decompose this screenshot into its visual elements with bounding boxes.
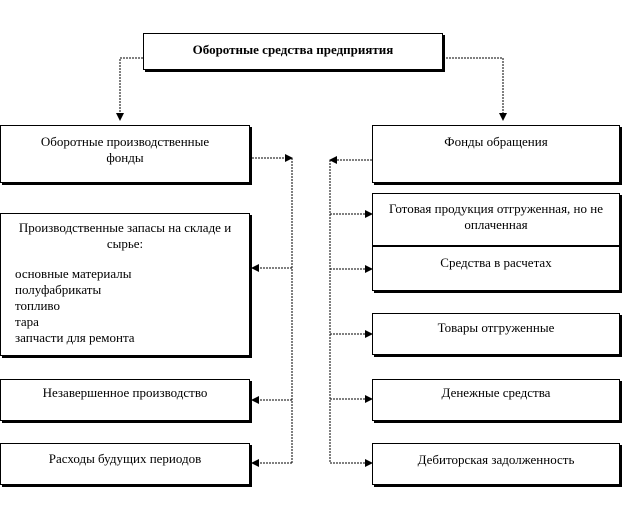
stocks-title: Производственные запасы на складе и сырь… <box>18 220 232 251</box>
goods-shipped-box: Товары отгруженные <box>372 313 620 355</box>
receivables-text: Дебиторская задолженность <box>417 452 575 467</box>
stocks-item: запчасти для ремонта <box>15 330 135 345</box>
arrow-root-to-left <box>116 57 143 121</box>
wip-box: Незавершенное производство <box>0 379 250 421</box>
deferred-box: Расходы будущих периодов <box>0 443 250 485</box>
root-title: Оборотные средства предприятия <box>192 42 394 57</box>
left-header-text: Оборотные производственные фонды <box>40 134 210 165</box>
shipped-unpaid-box: Готовая продукция отгруженная, но не опл… <box>372 193 620 246</box>
right-header-box: Фонды обращения <box>372 125 620 183</box>
goods-shipped-text: Товары отгруженные <box>437 320 555 335</box>
deferred-text: Расходы будущих периодов <box>48 451 202 466</box>
receivables-box: Дебиторская задолженность <box>372 443 620 485</box>
right-header-text: Фонды обращения <box>444 134 548 149</box>
stocks-item: основные материалы <box>15 266 132 281</box>
stocks-item: топливо <box>15 298 60 313</box>
cash-box: Денежные средства <box>372 379 620 421</box>
settlements-box: Средства в расчетах <box>372 246 620 291</box>
cash-text: Денежные средства <box>441 385 551 400</box>
left-header-box: Оборотные производственные фонды <box>0 125 250 183</box>
wip-text: Незавершенное производство <box>42 385 208 400</box>
root-box: Оборотные средства предприятия <box>143 33 443 70</box>
shipped-unpaid-text: Готовая продукция отгруженная, но не опл… <box>388 201 603 232</box>
stocks-box: Производственные запасы на складе и сырь… <box>0 213 250 356</box>
arrow-root-to-right <box>443 57 507 121</box>
stocks-item: полуфабрикаты <box>15 282 102 297</box>
settlements-text: Средства в расчетах <box>440 255 552 270</box>
stocks-list: основные материалы полуфабрикаты топливо… <box>1 266 249 346</box>
stocks-item: тара <box>15 314 39 329</box>
